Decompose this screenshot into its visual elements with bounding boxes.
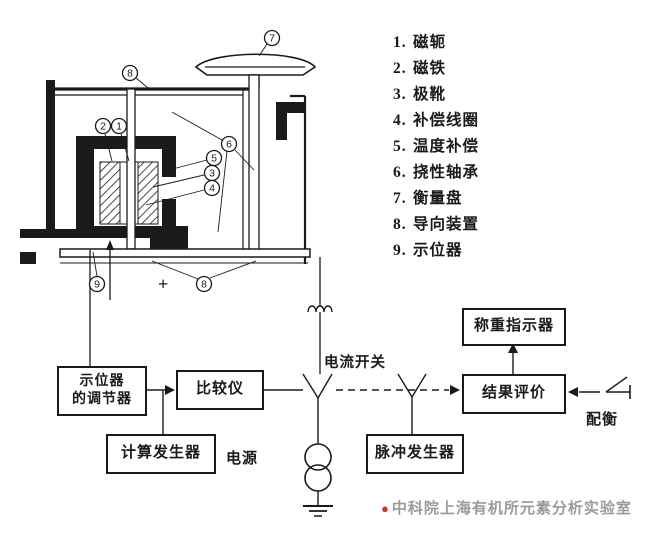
legend-item-8: 8.导向装置 [393,216,480,233]
connector-lines [147,343,518,434]
current-switch-symbol-1 [302,373,333,444]
legend-item-1: 1.磁轭 [393,34,447,51]
ground-symbol [303,505,333,517]
current-switch-symbol-2 [397,373,427,434]
watermark-bullet-icon: ● [381,501,390,516]
callout-3: 3 [209,168,215,180]
callout-6: 6 [226,139,232,151]
box-weighing-indicator: 称重指示器 [462,308,566,346]
callout-4: 4 [209,183,215,195]
box-calculation-generator: 计算发生器 [106,434,216,474]
taring-switch-symbol [568,376,631,399]
label-taring: 配衡 [586,412,619,428]
label-current-switch: 电流开关 [324,355,386,371]
label-power-supply: 电源 [226,451,259,467]
callout-8-bottom: 8 [201,279,207,291]
callout-markers: 7 8 2 1 6 5 3 4 9 8 [88,29,281,293]
legend-item-9: 9.示位器 [393,242,463,259]
callout-8-top: 8 [127,68,133,80]
suspension-rod [126,88,136,250]
legend-item-7: 7.衡量盘 [393,190,463,207]
current-coil-symbol [307,257,333,374]
callout-leaders [92,43,268,280]
magnet-yoke [76,136,188,238]
callout-5: 5 [211,153,217,165]
callout-9: 9 [94,279,100,291]
legend-item-6: 6.挠性轴承 [393,164,480,181]
box-pulse-generator: 脉冲发生器 [366,434,464,474]
box-comparator: 比较仪 [176,370,264,410]
legend-item-4: 4.补偿线圈 [393,112,480,129]
legend-item-3: 3.极靴 [393,86,447,103]
callout-2: 2 [100,121,106,133]
force-arrow [106,240,114,300]
right-column [242,74,307,264]
legend-item-5: 5.温度补偿 [393,138,480,155]
legend-item-2: 2.磁铁 [393,60,447,77]
box-result-evaluation: 结果评价 [462,374,566,414]
transformer-symbol [304,443,332,506]
bottom-beam [59,238,311,264]
guide-rod-top [46,80,251,99]
watermark-lab-name: ●中科院上海有机所元素分析实验室 [381,501,632,517]
box-position-indicator-regulator: 示位器 的调节器 [57,366,147,416]
plus-sign: + [158,274,168,294]
left-frame [20,99,78,264]
callout-1: 1 [116,121,122,133]
callout-7: 7 [269,33,275,45]
parts-legend: 1.磁轭 2.磁铁 3.极靴 4.补偿线圈 5.温度补偿 6.挠性轴承 7.衡量… [393,30,479,264]
